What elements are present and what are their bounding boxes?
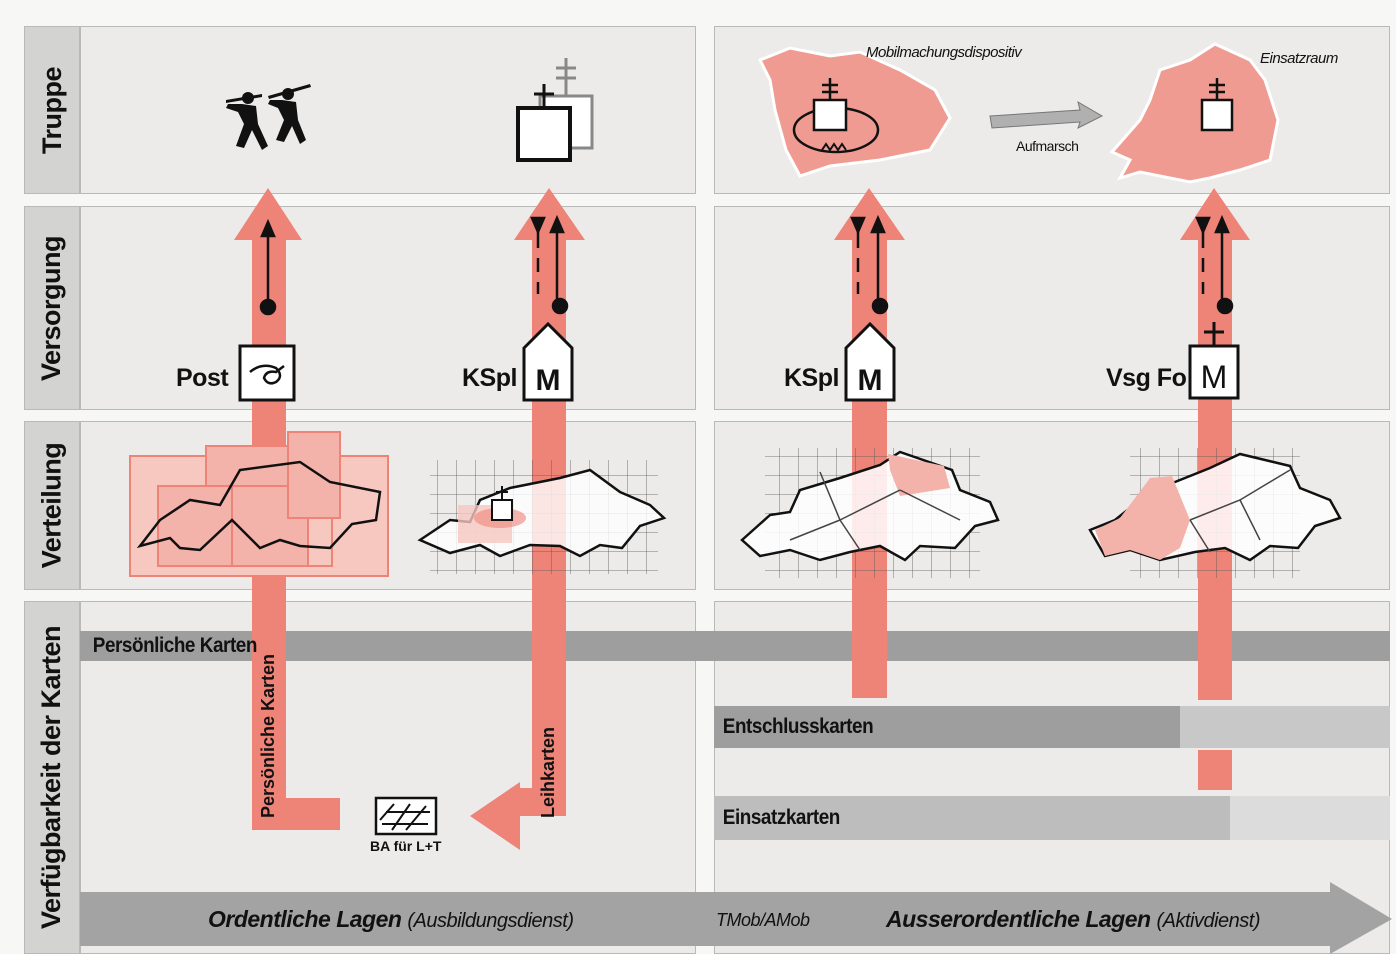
row-label-verteilung: Verteilung bbox=[24, 421, 80, 590]
map-vsgfo-regions bbox=[1088, 448, 1342, 578]
band-einsatzkarten-fade bbox=[1230, 796, 1390, 840]
command-post-icon bbox=[516, 58, 594, 162]
band-label-persoenliche: Persönliche Karten bbox=[92, 634, 258, 657]
post-horn-icon bbox=[238, 344, 296, 402]
row-label-verfuegbarkeit: Verfügbarkeit der Karten bbox=[24, 601, 80, 954]
map-kspl-regions-right bbox=[740, 448, 1000, 578]
label-vsgfo: Vsg Fo bbox=[1106, 364, 1187, 392]
arrow-kspl-right bbox=[834, 188, 905, 698]
map-post-distribution bbox=[129, 431, 389, 577]
label-mobilmachungsdispositiv: Mobilmachungsdispositiv bbox=[866, 44, 1022, 61]
label-post: Post bbox=[176, 364, 229, 392]
timeline-tmob: TMob/AMob bbox=[716, 910, 810, 930]
label-kspl-right: KSpl bbox=[784, 364, 839, 392]
band-persoenliche-karten bbox=[80, 631, 1390, 661]
aufmarsch-arrow bbox=[989, 100, 1104, 129]
vsgfo-depot-icon: M bbox=[1188, 322, 1240, 400]
band-label-entschluss: Entschlusskarten bbox=[722, 715, 874, 738]
band-label-einsatz: Einsatzkarten bbox=[722, 806, 841, 829]
vertical-label-persoenliche: Persönliche Karten bbox=[258, 653, 278, 818]
svg-text:M: M bbox=[1201, 359, 1228, 395]
timeline-ordentliche-sub: (Ausbildungsdienst) bbox=[407, 910, 574, 932]
panel-versorgung-left bbox=[80, 206, 696, 410]
label-kspl-left: KSpl bbox=[462, 364, 517, 392]
kspl-depot-icon-right: M bbox=[844, 321, 896, 402]
logo-caption: BA für L+T bbox=[370, 838, 442, 854]
timeline-ausserordentliche-title: Ausserordentliche Lagen bbox=[886, 906, 1151, 932]
svg-text:M: M bbox=[536, 364, 561, 397]
panel-versorgung-right bbox=[714, 206, 1390, 410]
map-kspl-grid-left bbox=[417, 460, 667, 574]
row-label-versorgung: Versorgung bbox=[24, 206, 80, 410]
vertical-label-leihkarten: Leihkarten bbox=[538, 726, 558, 818]
row-label-truppe: Truppe bbox=[24, 26, 80, 194]
soldiers-icon bbox=[226, 84, 311, 150]
mobilmachung-area bbox=[757, 46, 952, 178]
label-aufmarsch: Aufmarsch bbox=[1016, 138, 1079, 154]
band-entschlusskarten-fade bbox=[1180, 706, 1390, 748]
label-einsatzraum: Einsatzraum bbox=[1260, 50, 1338, 67]
timeline-ausserordentliche: Ausserordentliche Lagen (Aktivdienst) bbox=[886, 906, 1260, 933]
timeline-ordentliche: Ordentliche Lagen (Ausbildungsdienst) bbox=[208, 906, 574, 933]
ba-logo-icon bbox=[374, 796, 438, 836]
bottom-timeline-arrow bbox=[80, 882, 1392, 954]
kspl-depot-icon-left: M bbox=[522, 321, 574, 402]
supply-line-kspl-right bbox=[850, 214, 889, 315]
supply-line-vsgfo bbox=[1195, 214, 1234, 315]
svg-text:M: M bbox=[858, 364, 883, 397]
supply-line-kspl-left bbox=[530, 214, 569, 315]
timeline-ausserordentliche-sub: (Aktivdienst) bbox=[1156, 910, 1260, 932]
einsatzraum-area bbox=[1109, 42, 1280, 184]
supply-line-post bbox=[259, 218, 277, 316]
timeline-ordentliche-title: Ordentliche Lagen bbox=[208, 906, 402, 932]
arrow-vsgfo bbox=[1180, 188, 1250, 790]
